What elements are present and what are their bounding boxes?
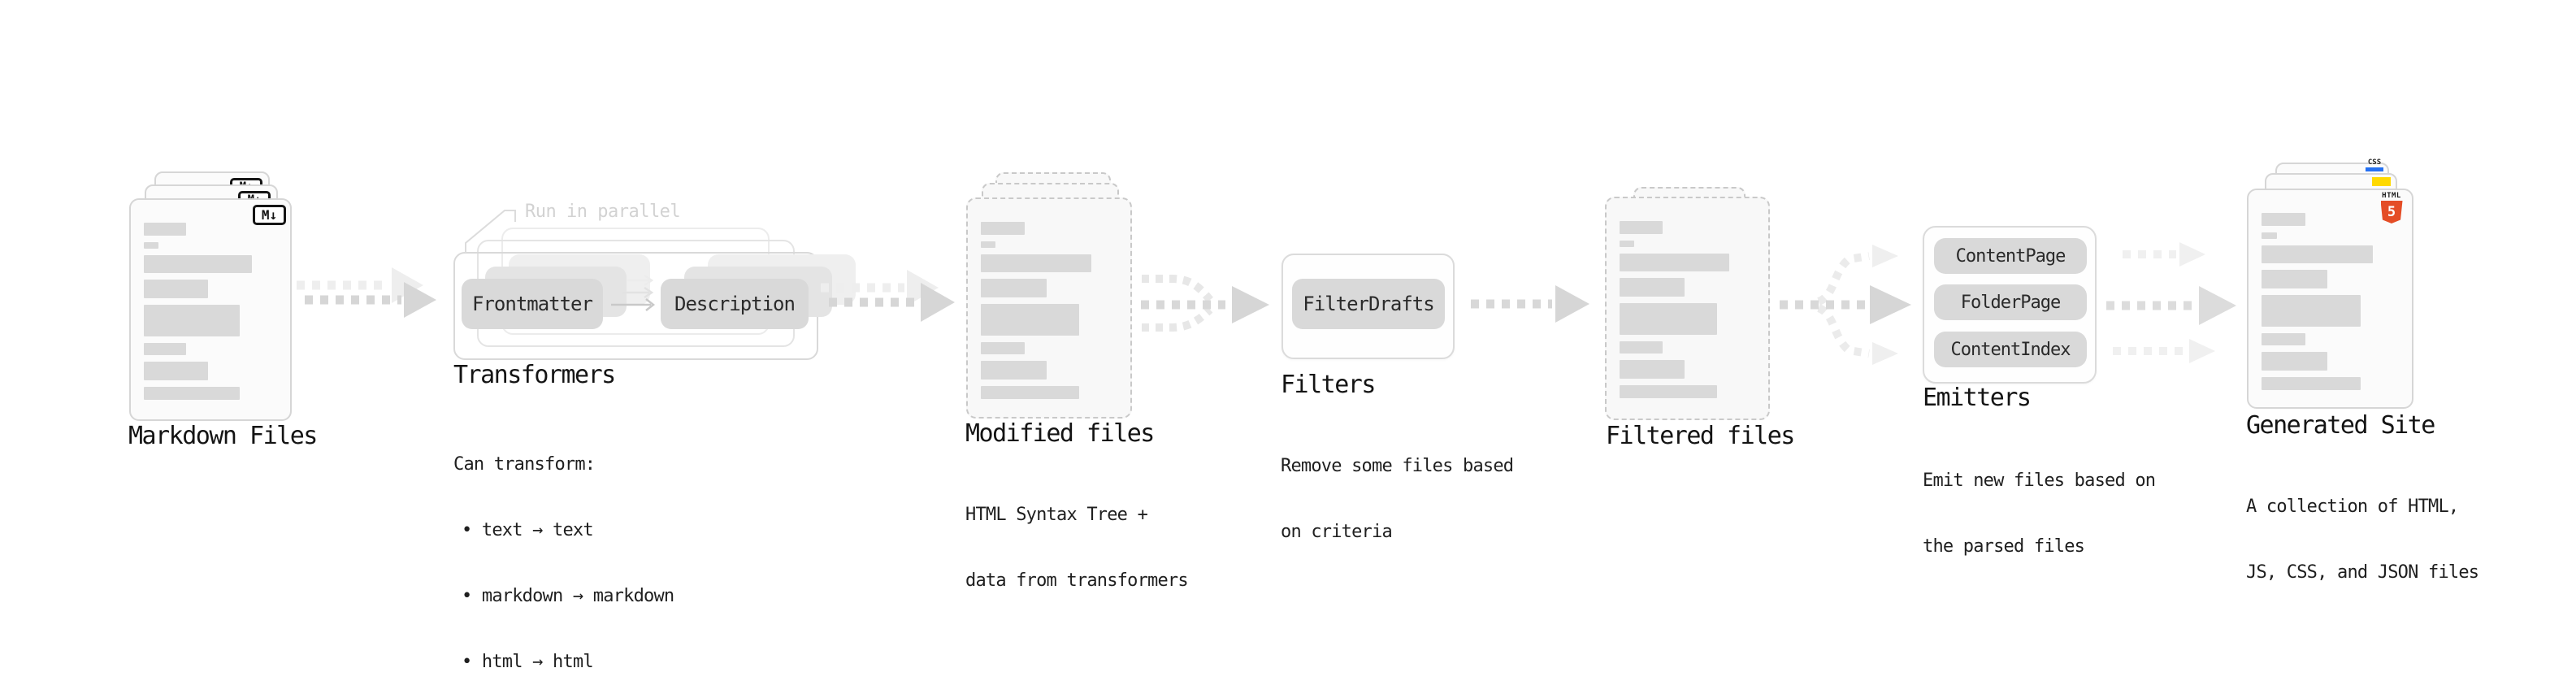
arrows-emitters-to-generated (2106, 242, 2236, 363)
frontmatter-node: Frontmatter (462, 279, 603, 329)
document-skeleton (1620, 221, 1755, 398)
description-line: A collection of HTML, (2246, 497, 2459, 517)
transformers-description: Can transform: • text → text • markdown … (453, 410, 674, 681)
css-badge-underline (2366, 167, 2383, 171)
description-line: the parsed files (1923, 536, 2085, 557)
bullet-markdown-to-markdown: • markdown → markdown (462, 586, 674, 606)
can-transform-title: Can transform: (453, 454, 596, 475)
contentindex-node: ContentIndex (1934, 332, 2087, 367)
generated-site-label: Generated Site (2246, 411, 2435, 440)
description-line: JS, CSS, and JSON files (2246, 562, 2479, 583)
modified-files-description: HTML Syntax Tree + data from transformer… (965, 460, 1189, 635)
description-line: data from transformers (965, 570, 1189, 591)
modified-files-label: Modified files (965, 419, 1155, 448)
filters-label: Filters (1281, 371, 1376, 399)
arrow-filters-to-filtered (1471, 285, 1589, 323)
modified-doc-front (966, 197, 1132, 419)
generated-doc-front (2247, 189, 2413, 409)
emitters-description: Emit new files based on the parsed files (1923, 426, 2156, 601)
markdown-doc-front (129, 198, 292, 421)
css-badge-text: CSS (2367, 158, 2382, 167)
markdown-files-label: Markdown Files (128, 422, 318, 450)
description-line: on criteria (1281, 522, 1393, 542)
html5-badge-text: HTML (2382, 192, 2401, 200)
filterdrafts-node: FilterDrafts (1292, 279, 1445, 329)
description-node: Description (661, 279, 809, 329)
contentpage-node: ContentPage (1934, 238, 2087, 274)
run-in-parallel-label: Run in parallel (525, 202, 681, 222)
document-skeleton (981, 222, 1117, 399)
markdown-icon: M↓ (253, 205, 286, 225)
description-line: Emit new files based on (1923, 471, 2156, 491)
description-line: HTML Syntax Tree + (965, 505, 1148, 525)
html5-icon: HTML 5 (2379, 192, 2405, 223)
css-icon: CSS (2358, 159, 2391, 171)
generated-site-description: A collection of HTML, JS, CSS, and JSON … (2246, 452, 2479, 627)
filtered-files-label: Filtered files (1606, 422, 1795, 450)
arrow-filtered-to-emitters (1780, 245, 1911, 365)
js-icon (2372, 177, 2391, 186)
description-line: Remove some files based (1281, 456, 1514, 476)
html5-shield: 5 (2380, 201, 2403, 223)
bullet-text-to-text: • text → text (462, 520, 594, 540)
arrow-modified-to-filters (1141, 275, 1269, 332)
filters-description: Remove some files based on criteria (1281, 411, 1514, 587)
bullet-html-to-html: • html → html (462, 652, 594, 672)
arrow-markdown-to-transformers (297, 267, 436, 318)
filtered-doc-front (1605, 197, 1770, 420)
emitters-label: Emitters (1923, 384, 2032, 412)
folderpage-node: FolderPage (1934, 284, 2087, 320)
document-skeleton (2262, 213, 2399, 390)
transformers-label: Transformers (453, 361, 616, 389)
document-skeleton (144, 223, 277, 400)
